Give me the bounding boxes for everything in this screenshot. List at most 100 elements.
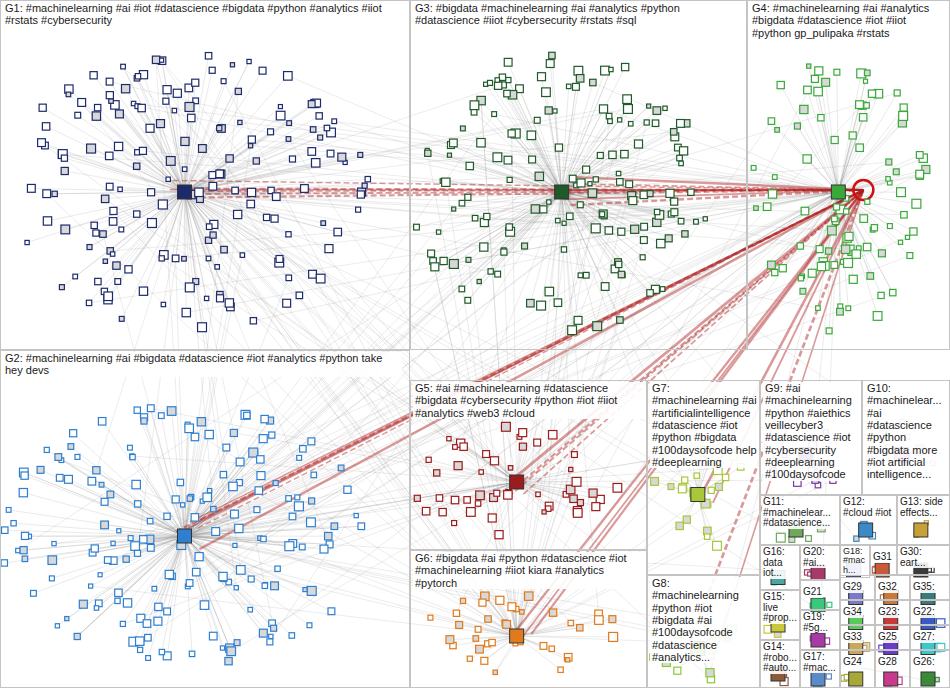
vertex [182,167,187,172]
vertex [668,484,674,490]
vertex [599,105,607,113]
vertex [135,550,141,556]
vertex [542,88,551,97]
vertex [234,586,238,590]
vertex [666,189,674,197]
vertex [459,200,465,206]
vertex [540,206,547,213]
vertex-edge [185,192,289,278]
vertex [676,522,683,529]
vertex [263,214,269,220]
vertex [328,608,335,615]
vertex [647,290,653,296]
vertex [893,169,899,175]
vertex [257,472,265,480]
vertex [159,649,164,654]
vertex [916,152,923,159]
group-box: G9: #ai #machinelearning #python #aiethi… [760,380,862,495]
vertex [287,121,292,126]
vertex [89,584,93,588]
vertex-edge [185,192,280,259]
vertex [98,418,106,426]
group-box: G1: #machinelearning #ai #iot #datascien… [0,0,410,350]
vertex [798,276,803,281]
vertex [309,270,317,278]
vertex [616,171,620,175]
hub-vertex [510,629,524,643]
vertex-edge [100,536,184,575]
vertex [324,125,329,130]
vertex [66,92,71,97]
vertex [88,477,96,485]
vertex [286,232,291,237]
vertex [299,544,305,550]
vertex [558,667,563,672]
vertex [588,182,592,186]
vertex [273,193,281,201]
vertex [231,510,239,518]
vertex [907,253,913,259]
vertex [844,258,853,267]
vertex [106,183,113,190]
cross-edge [311,482,517,522]
cross-edge [134,104,839,192]
cross-edge [274,192,839,628]
vertex [694,219,699,224]
vertex [446,636,454,644]
vertex [846,306,851,311]
vertex [489,639,495,645]
vertex [332,119,337,124]
vertex [117,529,121,533]
vertex-edge [185,536,274,628]
hub-vertex [921,591,935,605]
vertex [307,586,316,595]
vertex [640,237,647,244]
vertex [460,126,465,131]
vertex [577,202,583,208]
vertex [466,257,471,262]
vertex [677,120,685,128]
vertex [123,556,129,562]
vertex [493,670,497,674]
vertex-edge [126,536,184,559]
vertex [865,199,870,204]
vertex [508,130,515,137]
vertex [595,616,604,625]
vertex [134,407,140,413]
vertex [496,596,504,604]
vertex [163,98,169,104]
vertex [234,640,240,646]
cross-edge [499,192,838,535]
cross-edge [96,536,184,608]
heavy-edge [523,190,863,481]
vertex [618,118,622,122]
vertex [722,474,728,480]
vertex [886,177,890,181]
vertex [198,145,206,153]
vertex [92,112,100,120]
vertex [104,557,111,564]
vertex [647,191,653,197]
cross-edge [185,536,274,628]
vertex [198,323,207,332]
vertex-edge [807,90,838,192]
vertex [143,620,151,628]
vertex [640,255,645,260]
vertex [27,184,35,192]
vertex [65,475,73,483]
vertex [110,252,114,256]
vertex [905,235,909,239]
vertex-edge [562,67,625,192]
vertex [104,292,113,301]
vertex-edge [63,154,185,192]
vertex [93,230,99,236]
vertex [504,491,512,499]
vertex [540,643,547,650]
vertex [135,501,141,507]
vertex [241,410,250,419]
vertex [205,430,213,438]
vertex [568,326,577,335]
cross-edge [185,536,928,681]
vertex [338,153,346,161]
vertex [105,152,112,159]
